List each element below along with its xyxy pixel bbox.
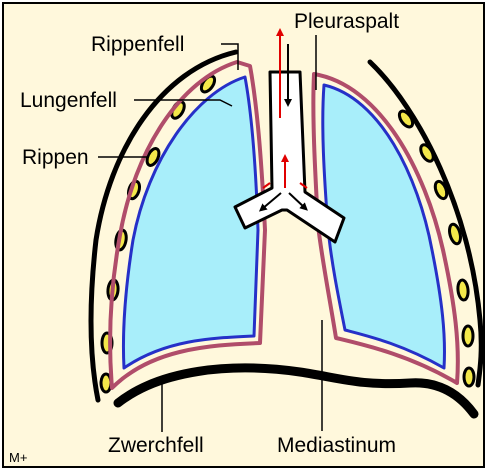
label-pleuraspalt: Pleuraspalt [294,10,399,33]
rib [464,368,474,386]
rib [457,280,469,301]
label-mediastinum: Mediastinum [277,434,396,457]
label-rippen: Rippen [22,146,89,169]
label-rippenfell: Rippenfell [91,33,184,56]
label-zwerchfell: Zwerchfell [108,434,204,457]
rib [463,326,473,346]
label-lungenfell: Lungenfell [20,89,117,112]
corner-mark: M+ [9,450,27,465]
